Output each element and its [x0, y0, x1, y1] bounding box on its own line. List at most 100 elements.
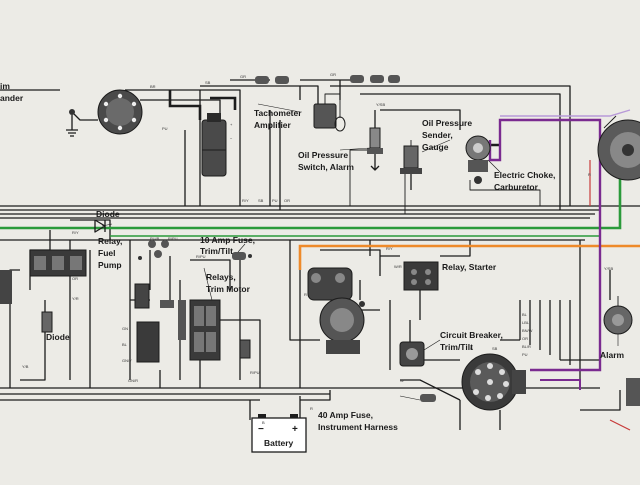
wire-code: R/PU	[250, 370, 260, 375]
circuit-breaker-label: Circuit Breaker,	[440, 330, 503, 340]
battery-icon	[251, 414, 307, 453]
wire-code: PU/B	[150, 236, 160, 241]
oil-pressure-switch-label-2: Switch, Alarm	[298, 162, 354, 172]
wire-code: Y/SB	[376, 102, 385, 107]
wire-code: Y/B	[22, 364, 29, 369]
svg-text:−: −	[230, 136, 233, 141]
fuel-pump-relay-icon	[29, 249, 87, 277]
left-edge-component-icon	[0, 270, 12, 304]
right-edge-sender-icon	[626, 378, 640, 406]
relays-trim-label-2: Trim Motor	[206, 284, 251, 294]
wire-code: BR	[150, 84, 156, 89]
oil-pressure-sender-label-2: Sender,	[422, 130, 453, 140]
fuse-10a-label-2: Trim/Tilt	[200, 246, 233, 256]
wire-code: Y/R	[72, 296, 79, 301]
wire-code: PU	[522, 352, 528, 357]
wire-code-labels: BR SB GR GR Y/SB PU R/Y SB PU OR R/Y OR …	[22, 72, 613, 425]
wire-code: R/Y	[242, 198, 249, 203]
wire-code: OR	[72, 276, 78, 281]
wire-code: R	[310, 406, 313, 411]
oil-pressure-sender-icon	[400, 140, 422, 190]
wire-code: OR	[522, 336, 528, 341]
ground-icon	[66, 115, 78, 137]
fuse-40a-label: 40 Amp Fuse,	[318, 410, 373, 420]
starter-relay-icon	[403, 261, 439, 291]
trim-connector-icon	[160, 300, 251, 359]
electric-choke-label: Electric Choke,	[494, 170, 555, 180]
wire-code: BL	[522, 312, 528, 317]
left-edge-label-2: ander	[0, 93, 24, 103]
circuit-breaker-label-2: Trim/Tilt	[440, 342, 473, 352]
alarm-label: Alarm	[600, 350, 625, 360]
wire-code: BL	[122, 342, 128, 347]
battery-minus-label: −	[258, 424, 264, 435]
wire-code: GN/Y	[122, 358, 132, 363]
wire-code: GN	[122, 326, 128, 331]
wire-code: OR	[284, 198, 290, 203]
diode-top-label: Diode	[96, 209, 120, 219]
trim-relay-icon	[134, 283, 221, 363]
wire-code: GR	[330, 72, 336, 77]
wire-code: R/PU	[168, 236, 178, 241]
electric-choke-label-2: Carburetor	[494, 182, 539, 192]
wire-code: SB	[258, 198, 264, 203]
electric-choke-icon	[465, 135, 491, 184]
ignition-coil-icon: + −	[201, 113, 233, 177]
purple-wire-bottom	[540, 379, 581, 390]
relay-starter-label: Relay, Starter	[442, 262, 497, 272]
relay-fuel-pump-label: Relay,	[98, 236, 122, 246]
wire-code: W/R	[394, 264, 402, 269]
distributor-icon	[69, 89, 143, 135]
oil-pressure-switch-label: Oil Pressure	[298, 150, 348, 160]
diode-icon	[94, 219, 106, 233]
battery-label: Battery	[264, 438, 294, 448]
wire-code: GR	[240, 74, 246, 79]
wire-code: GN/R	[128, 378, 138, 383]
battery-plus-label: +	[292, 424, 298, 435]
diode-left-icon	[41, 311, 53, 333]
tachometer-amplifier-label-2: Amplifier	[254, 120, 292, 130]
wire-code: W	[400, 378, 404, 383]
wire-code: R	[470, 346, 473, 351]
fuse-icon	[232, 252, 252, 260]
left-edge-label-1: im	[0, 81, 10, 91]
wire-code: BN/W	[522, 328, 533, 333]
circuit-breaker-icon	[399, 341, 425, 367]
starter-motor-icon	[307, 267, 365, 354]
oil-pressure-switch-icon	[367, 120, 383, 171]
red-wire-2	[609, 419, 631, 431]
wire-code: PU	[272, 198, 278, 203]
fuse-40a-label-2: Instrument Harness	[318, 422, 398, 432]
lavender-wire	[500, 109, 631, 117]
wire-code: BL/R	[522, 344, 531, 349]
wire-code: LBL	[522, 320, 530, 325]
connector-plug-icon	[255, 75, 400, 84]
fuse-10a-label: 10 Amp Fuse,	[200, 235, 255, 245]
relay-fuel-pump-label-2: Fuel	[98, 248, 115, 258]
oil-pressure-sender-label: Oil Pressure	[422, 118, 472, 128]
relay-fuel-pump-label-3: Pump	[98, 260, 122, 270]
wire-code: R/Y	[72, 230, 79, 235]
alternator-icon	[597, 115, 640, 181]
fuse-40a-icon	[420, 394, 436, 402]
oil-pressure-sender-label-3: Gauge	[422, 142, 449, 152]
fuse-block-icon	[138, 240, 169, 260]
relays-trim-label: Relays,	[206, 272, 236, 282]
tachometer-amplifier-icon	[313, 93, 340, 129]
instrument-harness-plug-icon	[461, 353, 526, 411]
tach-sensor-icon	[334, 100, 346, 132]
wire-code: R/Y	[386, 246, 393, 251]
wire-code: PU	[162, 126, 168, 131]
svg-text:+: +	[230, 122, 233, 127]
component-labels: im ander Tachometer Amplifier Oil Pressu…	[0, 81, 625, 448]
wire-code: B	[262, 420, 265, 425]
wire-code: R/PU	[196, 254, 206, 259]
wire-code: Y/SB	[604, 266, 613, 271]
wire-code: R	[588, 172, 591, 177]
tachometer-amplifier-label: Tachometer	[254, 108, 302, 118]
diode-left-label: Diode	[46, 332, 70, 342]
wire-code: SB	[205, 80, 211, 85]
label-leader-lines	[101, 103, 619, 401]
